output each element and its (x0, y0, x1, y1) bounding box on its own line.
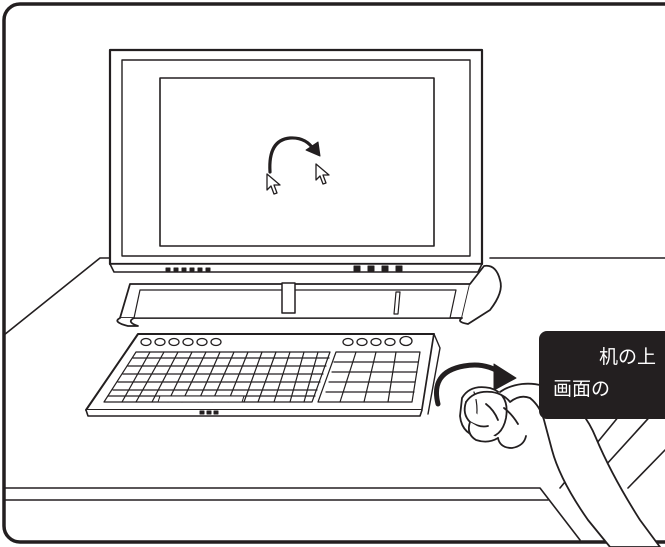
keyboard-keys (104, 352, 420, 402)
monitor (110, 50, 482, 272)
callout-line-1: 机の上 (553, 341, 665, 373)
callout-line-2: 画面の (553, 373, 665, 405)
keyboard (86, 334, 440, 416)
keyboard-front-dots (200, 411, 218, 414)
instruction-callout: 机の上 画面の (539, 331, 665, 419)
